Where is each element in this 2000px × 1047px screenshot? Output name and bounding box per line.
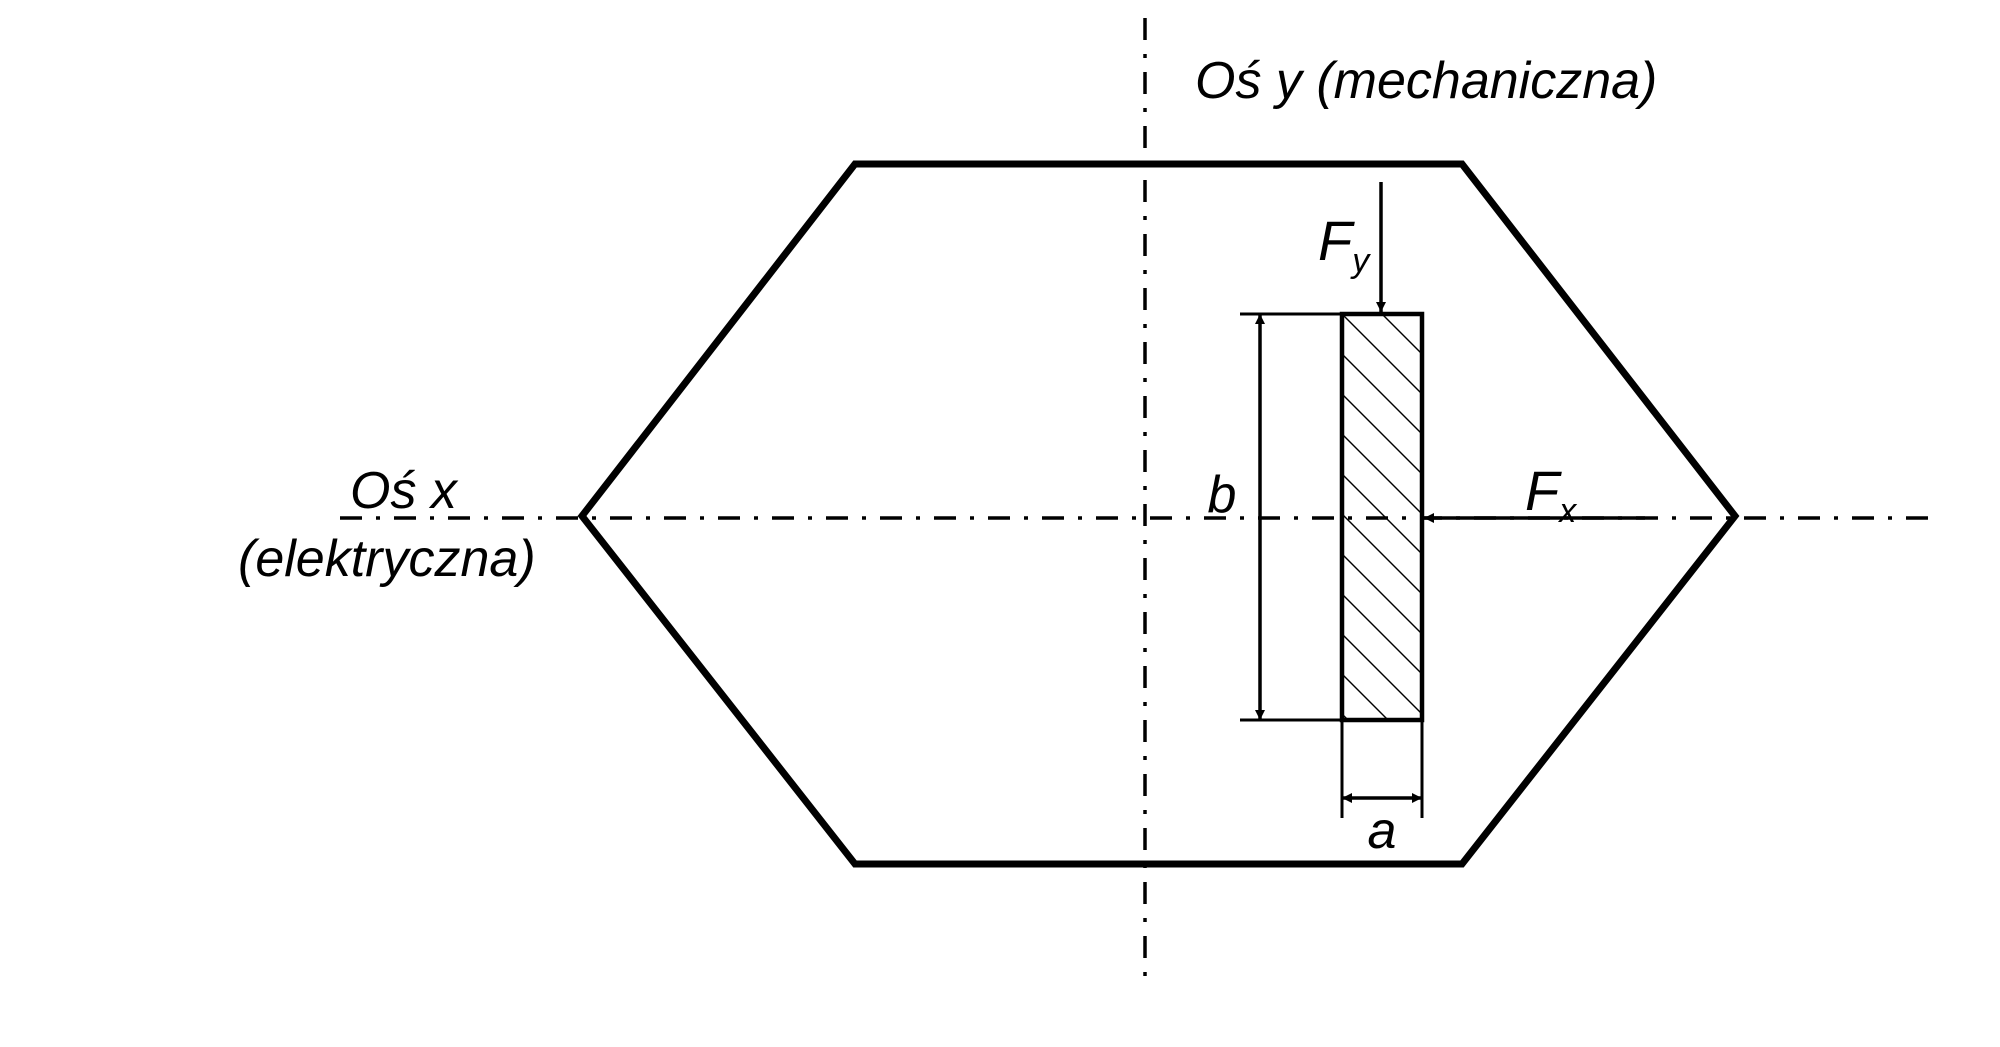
- hatch-line: [1342, 513, 1422, 595]
- y-axis-label: Oś y (mechaniczna): [1195, 52, 1657, 110]
- hatch-line: [1381, 314, 1422, 355]
- x-axis-label-line2: (elektryczna): [238, 530, 536, 588]
- cut-plate: [1339, 311, 1425, 723]
- hatch-line: [1342, 673, 1389, 720]
- force-y-label: Fy: [1318, 209, 1371, 280]
- dim-a-label: a: [1368, 802, 1397, 860]
- hatch-line: [1342, 633, 1422, 715]
- hatch-line: [1342, 314, 1422, 395]
- plate-hatching: [1342, 314, 1422, 720]
- crystal-hexagon: [577, 160, 1740, 868]
- hatch-line: [1342, 433, 1422, 515]
- dimension-b: [1240, 312, 1342, 722]
- hatch-line: [1342, 593, 1422, 675]
- force-x-label: Fx: [1525, 459, 1577, 530]
- dim-b-label: b: [1208, 466, 1237, 524]
- hatch-line: [1342, 553, 1422, 635]
- hatch-line: [1342, 473, 1422, 555]
- dimension-a: [1340, 720, 1424, 818]
- hatch-line: [1342, 353, 1422, 435]
- hatch-line: [1342, 713, 1349, 720]
- x-axis-label-line1: Oś x: [350, 462, 459, 520]
- hatch-line: [1342, 393, 1422, 475]
